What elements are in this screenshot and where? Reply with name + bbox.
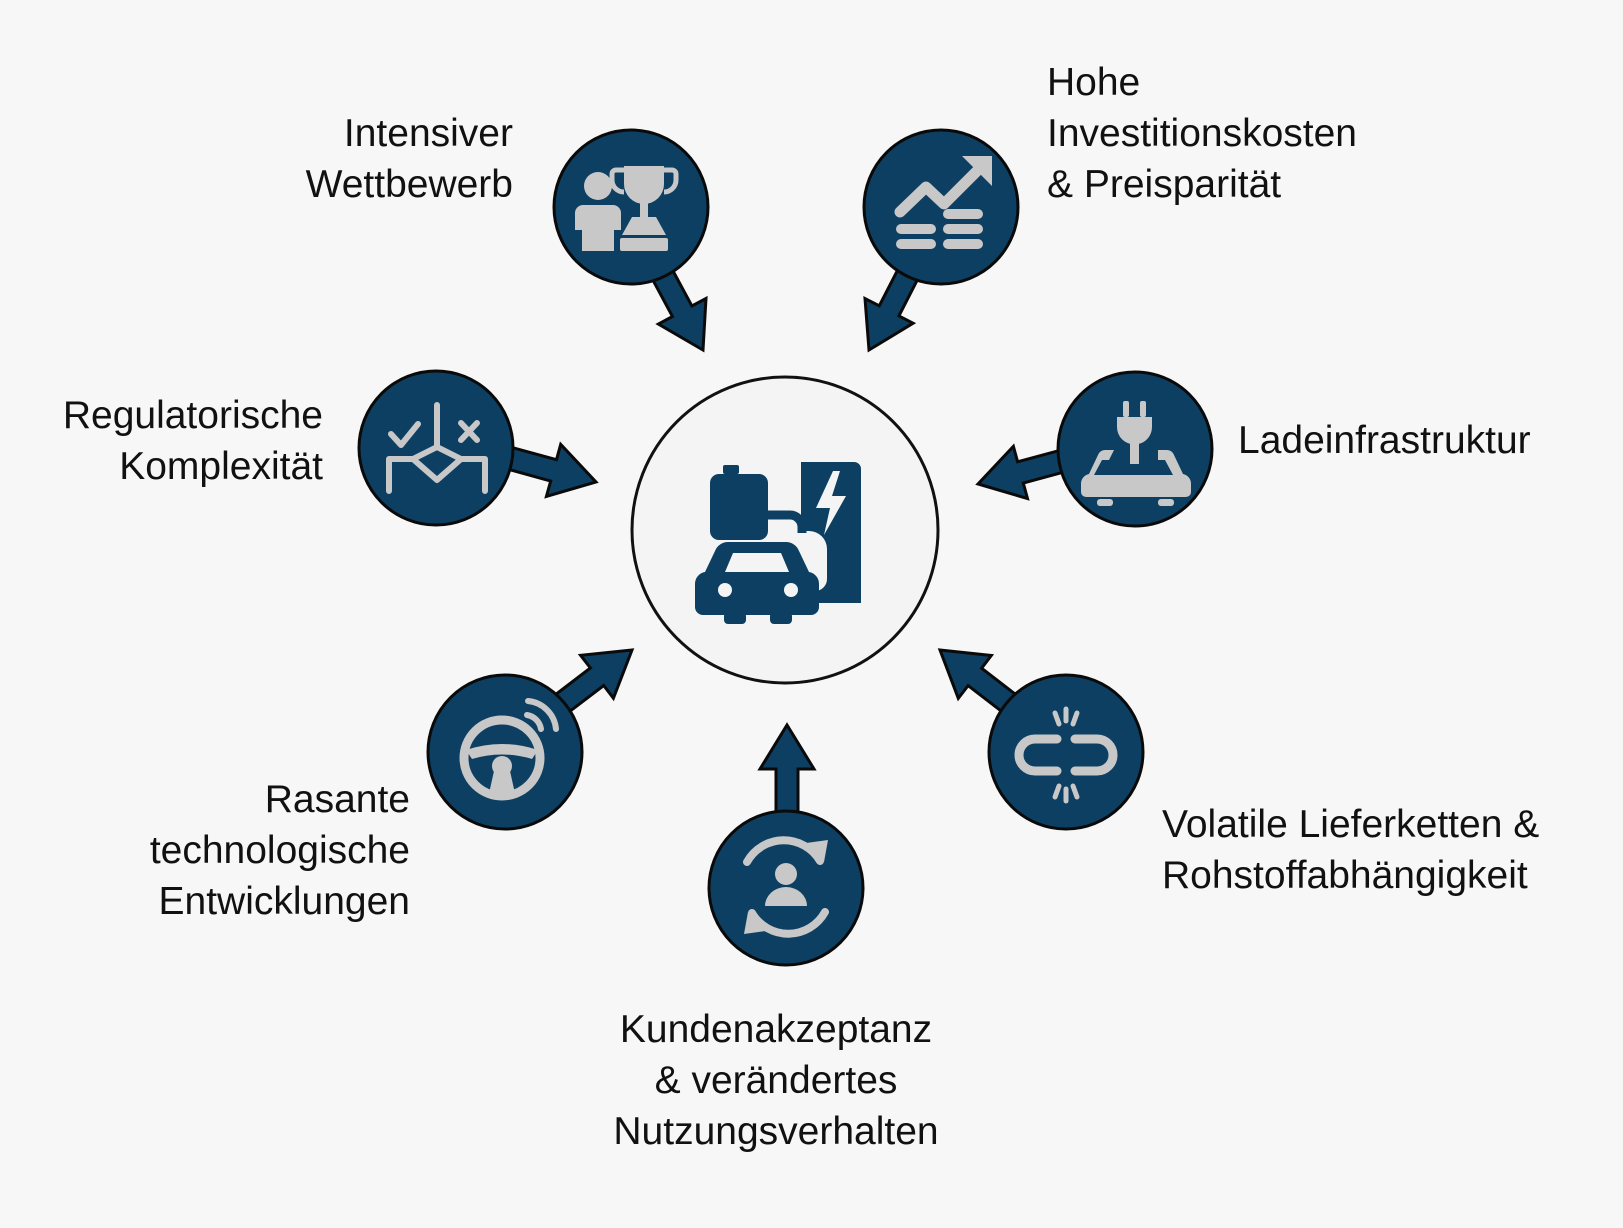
- node-costs: [862, 128, 1020, 286]
- label-line: Regulatorische: [62, 394, 323, 437]
- label-line: Investitionskosten: [1047, 112, 1358, 155]
- label-line: Ladeinfrastruktur: [1238, 419, 1531, 462]
- broken-chain-link-icon: [1014, 706, 1118, 804]
- node-regulation: [357, 369, 515, 527]
- label-line: Wettbewerb: [305, 163, 513, 206]
- label-competition: Intensiver Wettbewerb: [306, 108, 513, 210]
- label-line: Rohstoffabhängigkeit: [1162, 854, 1528, 897]
- label-technology: Rasante technologische Entwicklungen: [150, 774, 410, 927]
- label-line: Volatile Lieferketten &: [1162, 803, 1540, 846]
- label-charging: Ladeinfrastruktur: [1238, 415, 1531, 466]
- label-line: technologische: [149, 829, 410, 872]
- node-competition: [552, 128, 710, 286]
- label-regulation: Regulatorische Komplexität: [63, 390, 323, 492]
- label-customers: Kundenakzeptanz & verändertes Nutzungsve…: [576, 1004, 976, 1157]
- node-supply: [987, 673, 1145, 831]
- label-line: Hohe: [1047, 61, 1141, 104]
- person-refresh-icon: [743, 836, 829, 938]
- label-line: Nutzungsverhalten: [613, 1110, 939, 1153]
- arrow-costs: [863, 262, 922, 353]
- label-line: Rasante: [264, 778, 410, 821]
- label-line: Intensiver: [343, 112, 513, 155]
- plug-car-icon: [1080, 401, 1192, 506]
- arrows-layer: [500, 262, 1075, 817]
- arrow-customers: [757, 722, 817, 817]
- label-line: Komplexität: [119, 445, 323, 488]
- label-line: & verändertes: [654, 1059, 898, 1102]
- node-charging: [1056, 370, 1214, 528]
- arrow-technology: [551, 648, 635, 716]
- node-technology: [426, 673, 584, 831]
- ev-charging-station-icon: [694, 462, 861, 624]
- trophy-person-icon: [575, 166, 679, 251]
- label-line: Entwicklungen: [158, 880, 410, 923]
- label-supply: Volatile Lieferketten & Rohstoffabhängig…: [1162, 799, 1539, 901]
- label-line: Kundenakzeptanz: [619, 1008, 933, 1051]
- decision-checkmark-cross-icon: [386, 402, 488, 494]
- arrow-regulation: [500, 441, 599, 499]
- center-node: [630, 375, 940, 685]
- steering-wheel-signal-icon: [459, 698, 559, 801]
- label-line: & Preisparität: [1047, 163, 1282, 206]
- label-costs: Hohe Investitionskosten & Preisparität: [1047, 57, 1357, 210]
- rising-chart-coins-icon: [894, 156, 992, 249]
- arrow-supply: [937, 648, 1019, 715]
- node-customers: [707, 809, 865, 967]
